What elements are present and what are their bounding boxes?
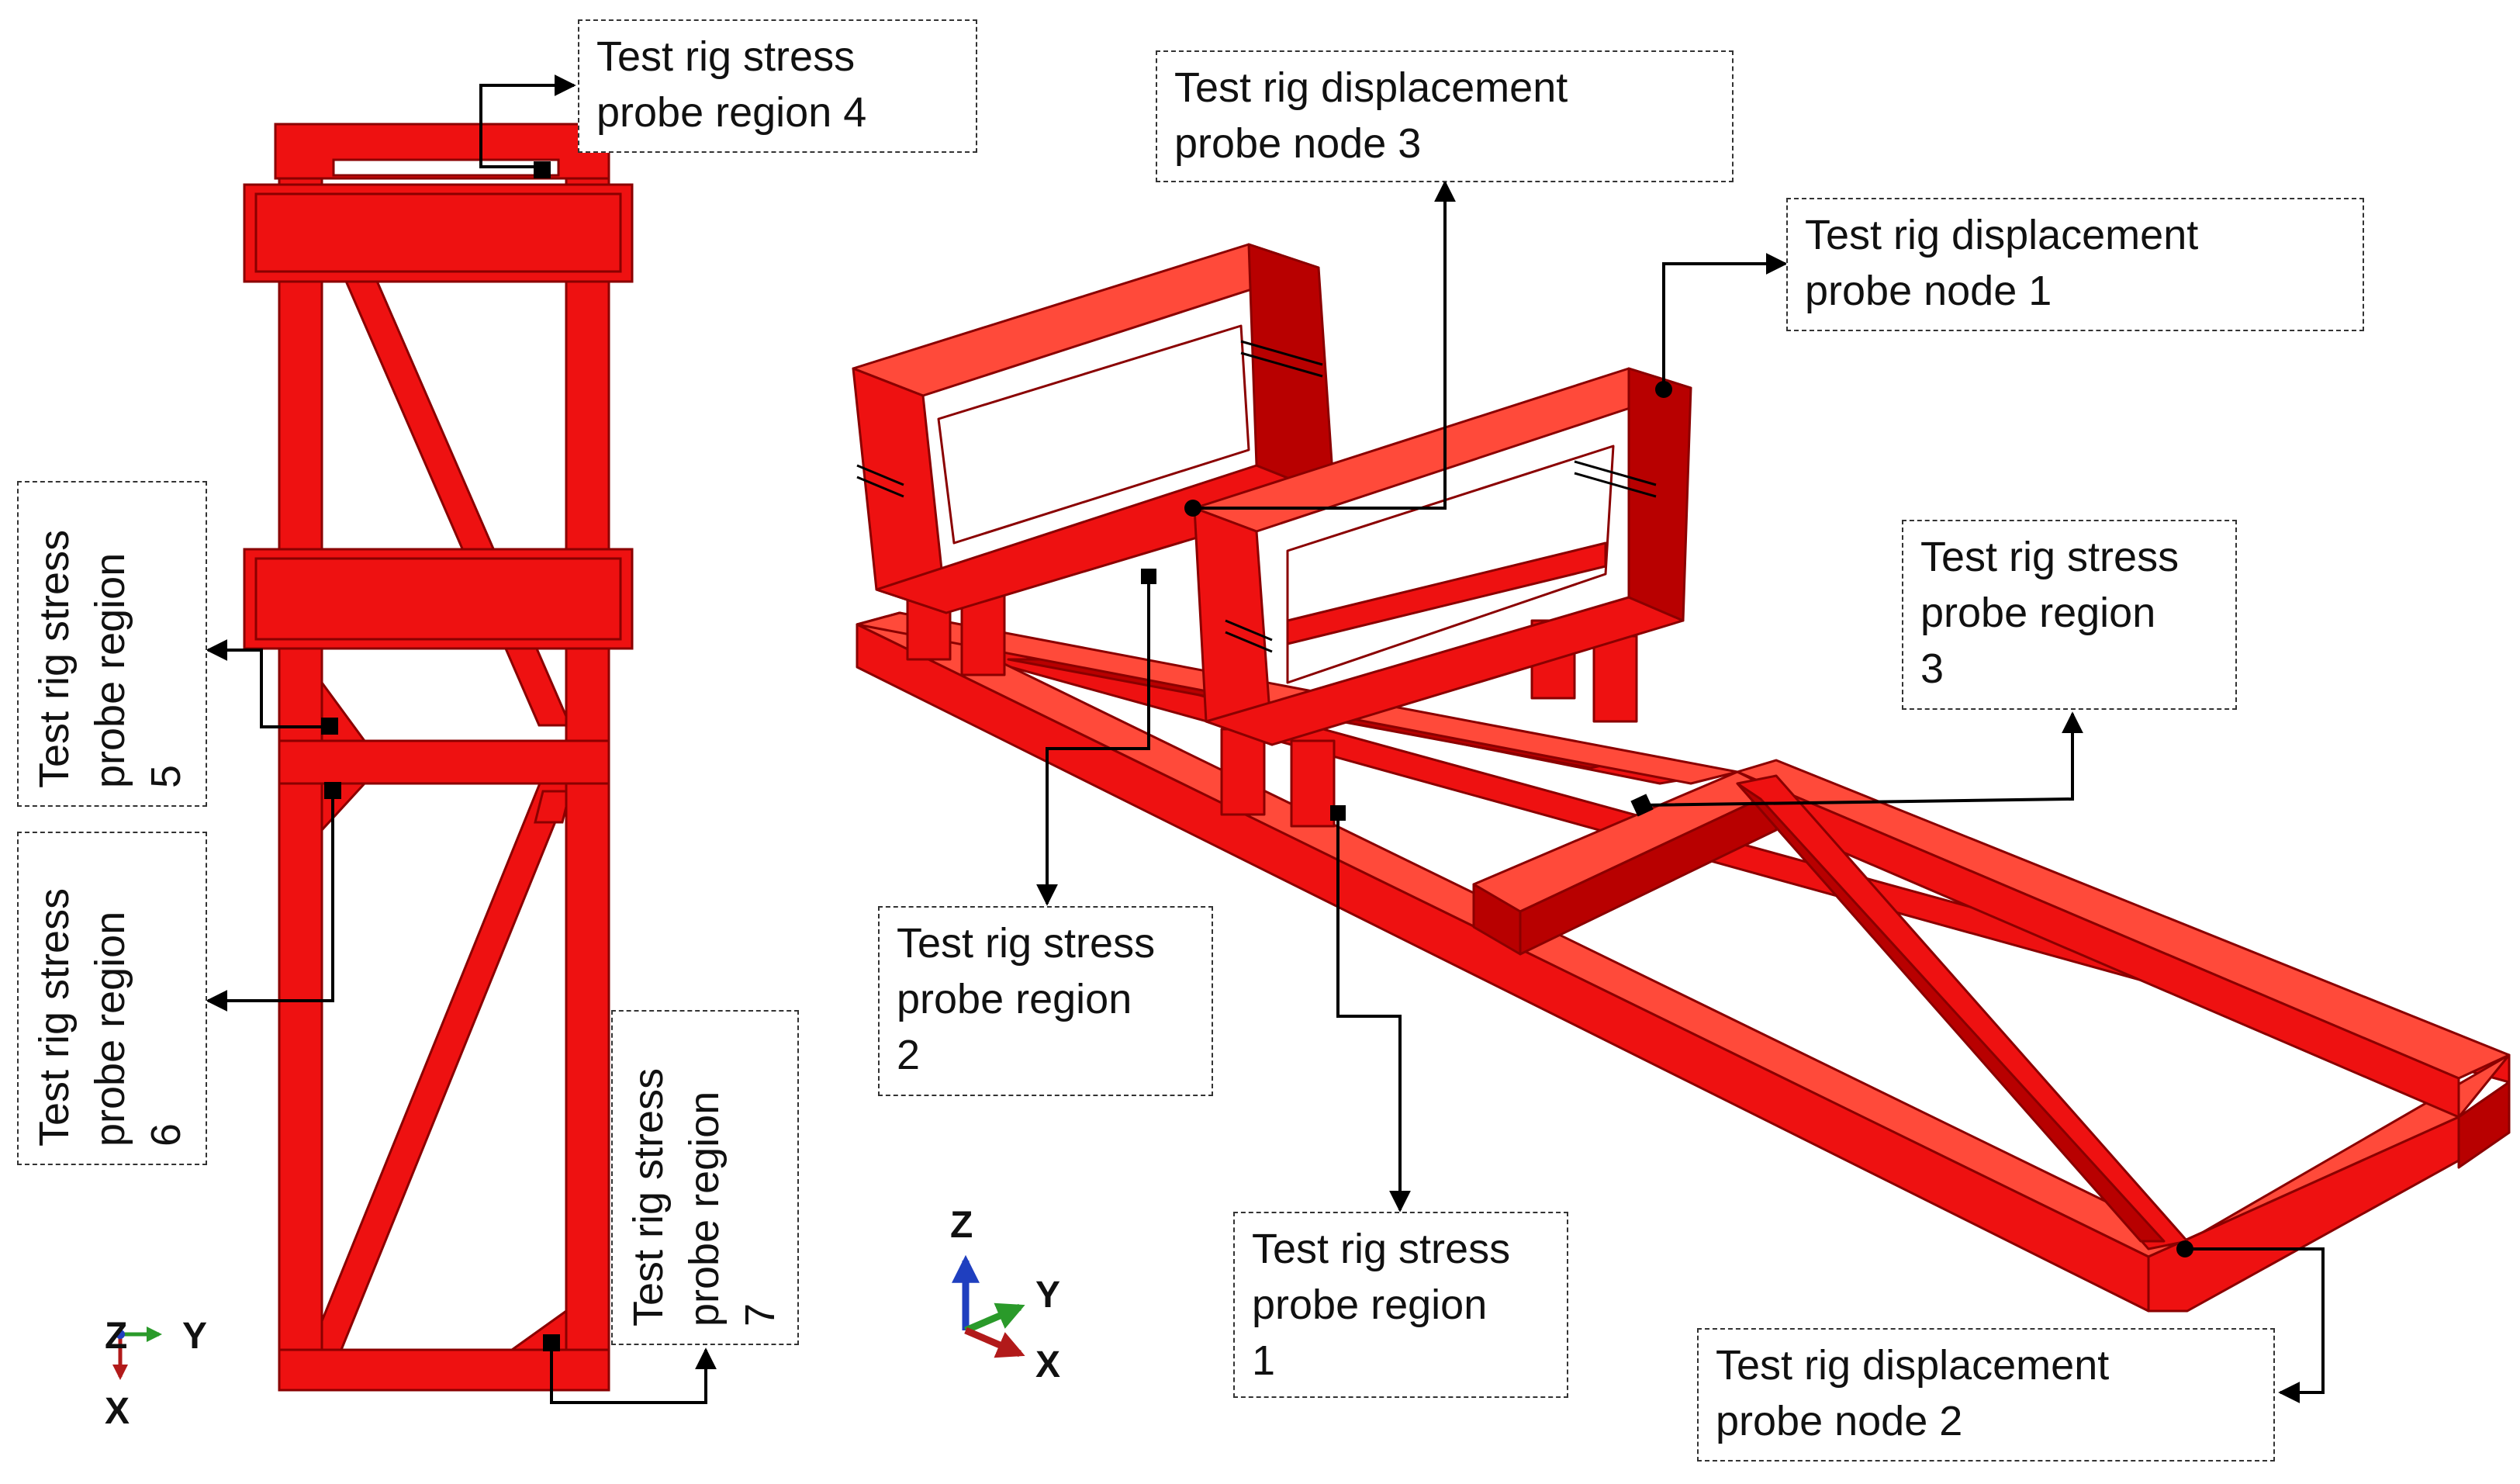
label-line: probe node 3 <box>1174 120 1422 167</box>
inner-bay <box>321 783 567 1351</box>
frame-block-2 <box>243 548 634 650</box>
test-rig-isometric-view <box>852 243 2511 1313</box>
leader-lines <box>206 74 2325 1404</box>
label-line: Test rig stress <box>31 529 78 788</box>
leader-stress-6 <box>206 791 334 1012</box>
test-rig-top-view <box>243 123 634 1392</box>
label-line: probe node 1 <box>1805 268 2052 314</box>
label-line: Test rig stress <box>596 33 856 80</box>
rear-frame-opening <box>937 324 1250 545</box>
leg-4 <box>1290 739 1336 828</box>
axis-triad-top-view: Z Y X <box>105 1316 207 1432</box>
label-line: 3 <box>1920 645 1944 692</box>
label-line: Test rig stress <box>625 1067 672 1327</box>
frame-block-1 <box>243 183 634 283</box>
rear-rail-through-opening <box>1286 541 1607 645</box>
leader-stress-5 <box>206 639 324 728</box>
label-line: 6 <box>143 1123 189 1147</box>
label-line: probe region <box>1252 1282 1488 1328</box>
label-line: probe region <box>87 552 133 788</box>
label-line: probe region <box>681 1091 728 1327</box>
base-diagonal-2 <box>1736 782 2166 1243</box>
label-line: 1 <box>1252 1337 1276 1384</box>
brace-upper <box>343 278 572 727</box>
end-bar-top-slot <box>332 158 560 177</box>
triad-top-x-label: X <box>105 1391 130 1432</box>
label-stress-region-5: Test rig stress probe region 5 <box>17 481 207 807</box>
rear-frame-right-col <box>1247 243 1336 498</box>
leader-stress-1 <box>1336 813 1411 1212</box>
leader-stress-7 <box>550 1344 717 1404</box>
cross-beam <box>278 739 610 785</box>
label-line: Test rig displacement <box>1805 212 2199 258</box>
leg-3 <box>1220 728 1266 816</box>
label-line: 7 <box>737 1302 783 1327</box>
label-displacement-node-1: Test rig displacement probe node 1 <box>1786 198 2364 331</box>
triad-iso-x-label: X <box>1035 1344 1060 1385</box>
label-line: probe region 4 <box>596 89 867 136</box>
leader-disp-2 <box>2185 1247 2325 1403</box>
triad-iso-y-label: Y <box>1035 1275 1060 1316</box>
probe-region-5-marker <box>321 718 338 735</box>
label-stress-region-1: Test rig stress probe region 1 <box>1233 1212 1568 1398</box>
base-end-cap-side <box>2457 1081 2511 1169</box>
label-line: Test rig stress <box>1252 1226 1511 1272</box>
front-frame-right-col <box>1627 367 1692 622</box>
label-line: probe node 2 <box>1716 1398 1963 1444</box>
frame-block-1-inner <box>254 192 622 273</box>
label-line: Test rig displacement <box>1174 64 1568 111</box>
label-stress-region-2: Test rig stress probe region 2 <box>878 906 1213 1096</box>
label-stress-region-3: Test rig stress probe region 3 <box>1902 520 2237 710</box>
frame-block-2-inner <box>254 557 622 641</box>
label-line: Test rig displacement <box>1716 1342 2110 1389</box>
stiffener-ribs <box>856 340 1657 653</box>
label-line: 5 <box>143 764 189 788</box>
leader-stress-3 <box>1641 711 2083 807</box>
end-bar-bottom <box>278 1348 610 1392</box>
label-line: Test rig stress <box>1920 534 2180 580</box>
label-displacement-node-3: Test rig displacement probe node 3 <box>1156 50 1734 182</box>
brace-lower-2 <box>534 790 572 824</box>
label-line: probe region <box>1920 590 2156 636</box>
label-displacement-node-2: Test rig displacement probe node 2 <box>1697 1328 2275 1462</box>
label-line: probe region <box>87 911 133 1147</box>
label-line: probe region <box>897 976 1132 1022</box>
leader-stress-4 <box>479 74 576 168</box>
label-stress-region-4: Test rig stress probe region 4 <box>578 19 977 153</box>
leader-disp-3 <box>1193 180 1456 510</box>
label-line: Test rig stress <box>31 887 78 1147</box>
label-stress-region-7: Test rig stress probe region 7 <box>611 1010 799 1345</box>
triad-top-z-label: Z <box>105 1316 127 1357</box>
base-cross-beam-side <box>1519 790 1778 956</box>
probe-region-4-marker <box>534 161 551 178</box>
triad-iso-z-label: Z <box>950 1205 973 1246</box>
base-rail-right-face <box>1736 770 2460 1119</box>
brace-lower-1 <box>308 774 576 1351</box>
label-stress-region-6: Test rig stress probe region 6 <box>17 832 207 1165</box>
label-line: Test rig stress <box>897 920 1156 967</box>
axis-triad-iso-view: Z Y X <box>950 1205 1060 1385</box>
probe-region-7-marker <box>543 1334 560 1351</box>
triad-top-y-label: Y <box>182 1316 207 1357</box>
leg-6 <box>1592 635 1638 723</box>
leader-stress-2 <box>1036 576 1150 906</box>
base-rail-right <box>1736 759 2511 1080</box>
leader-disp-1 <box>1662 253 1788 389</box>
probe-region-6-marker <box>324 782 341 799</box>
label-line: 2 <box>897 1032 921 1078</box>
